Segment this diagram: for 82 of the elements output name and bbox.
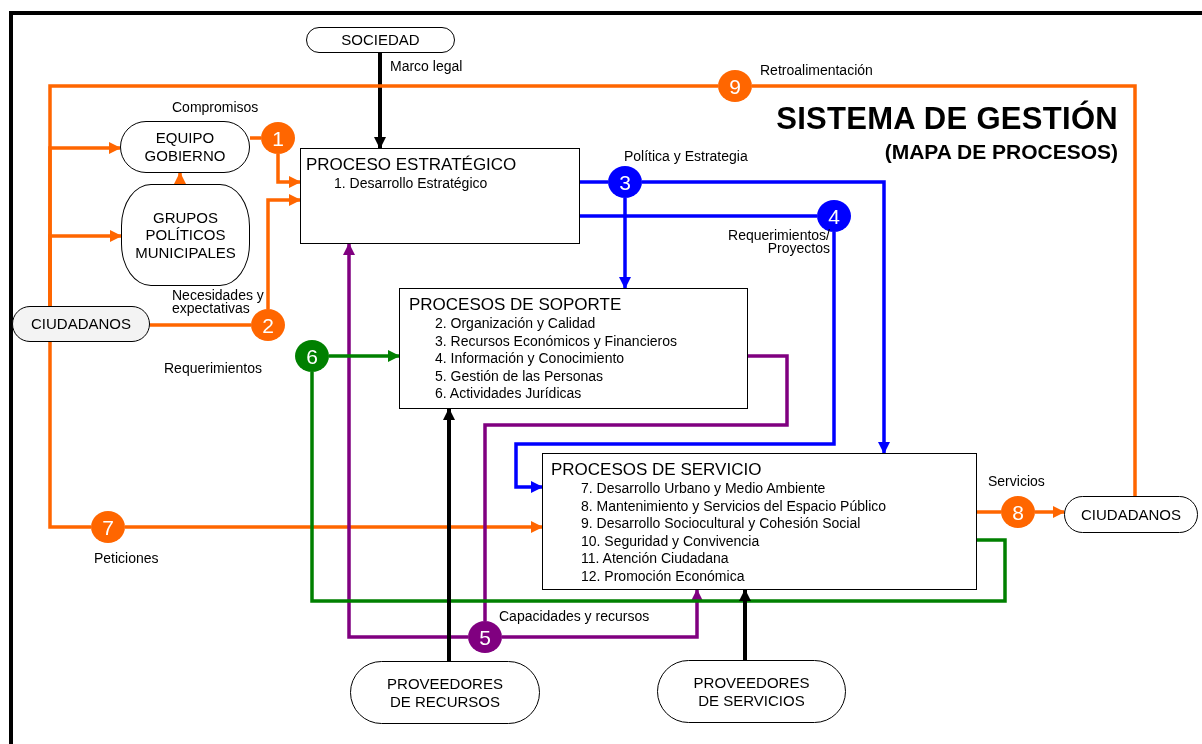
process-item: 5. Gestión de las Personas [435,367,604,385]
process-item: 7. Desarrollo Urbano y Medio Ambiente [581,480,826,498]
node-label: SOCIEDAD [340,31,421,49]
step-number: 7 [102,516,114,538]
process-title: PROCESOS DE SOPORTE [409,294,622,315]
terminal-pill [1064,496,1198,533]
diagram-title: SISTEMA DE GESTIÓN [776,101,1118,137]
process-item: 9. Desarrollo Sociocultural y Cohesión Social [581,515,861,533]
node-label: PROVEEDORES DE RECURSOS [386,674,504,711]
arrow [502,589,703,639]
node-label: GRUPOS POLÍTICOS MUNICIPALES [134,208,237,262]
process-item: 12. Promoción Económica [581,567,745,585]
flow-label: Compromisos [172,101,260,114]
number-circle [608,166,642,198]
step-number: 4 [828,205,840,227]
rounded-box [121,184,250,286]
arrow [276,154,301,188]
arrow [174,172,186,184]
arrow [642,180,890,454]
flow-label: Peticiones [94,552,160,565]
process-item: 11. Atención Ciudadana [581,550,729,568]
number-circle [1001,496,1035,528]
step-number: 5 [479,626,491,648]
process-box [399,288,748,409]
arrow [443,408,455,661]
process-box [300,148,580,244]
arrow [329,350,400,362]
arrow [125,521,543,533]
diagram-subtitle: (MAPA DE PROCESOS) [884,140,1118,164]
terminal-pill [12,306,150,342]
step-number: 2 [262,314,274,336]
process-title: PROCESO ESTRATÉGICO [306,154,517,175]
number-circle [718,70,752,102]
flow-label: Retroalimentación [760,64,874,77]
node-label: PROVEEDORES DE SERVICIOS [692,673,811,710]
connector-line [580,214,817,218]
process-item: 8. Mantenimiento y Servicios del Espacio Público [581,497,887,515]
connector-line [48,342,91,529]
process-item: 3. Recursos Económicos y Financieros [435,332,677,350]
arrow [514,232,836,493]
process-item: 2. Organización y Calidad [435,315,596,333]
connector-line [310,372,1007,603]
flow-label: Requerimientos [164,362,264,375]
step-number: 3 [619,171,631,193]
process-box [542,453,977,590]
flow-label: Requerimientos/ Proyectos [727,229,830,255]
terminal-pill [306,27,455,53]
flow-label: Capacidades y recursos [499,610,651,623]
step-number: 9 [729,75,741,97]
edge-label: Marco legal [388,58,465,74]
arrow [739,589,751,660]
number-circle [251,309,285,341]
connector-line [977,510,1001,514]
arrow [1035,506,1065,518]
node-label: EQUIPO GOBIERNO [143,129,227,165]
arrow [343,243,468,639]
connector-line [250,136,261,140]
process-item: 1. Desarrollo Estratégico [334,175,488,193]
flow-label: Necesidades y expectativas [172,289,265,315]
connector-line [483,354,789,621]
connector-line [752,84,1137,496]
number-circle [295,340,329,372]
step-number: 6 [306,345,318,367]
flow-label: Política y Estrategia [624,150,749,163]
terminal-pill [120,121,250,173]
process-item: 6. Actividades Jurídicas [435,385,582,403]
arrow [266,194,301,309]
flow-label: Servicios [988,475,1046,488]
connector-line [150,323,251,327]
step-number: 8 [1012,501,1024,523]
arrow [619,198,631,289]
arrow [48,230,122,306]
number-circle [91,511,125,543]
process-title: PROCESOS DE SERVICIO [551,459,762,480]
connector-line [580,180,608,184]
arrow [374,53,386,149]
number-circle [261,122,295,154]
process-item: 10. Seguridad y Convivencia [581,532,760,550]
process-item: 4. Información y Conocimiento [435,350,625,368]
node-label: CIUDADANOS [30,315,132,333]
step-number: 1 [272,127,284,149]
node-label: CIUDADANOS [1080,505,1182,524]
